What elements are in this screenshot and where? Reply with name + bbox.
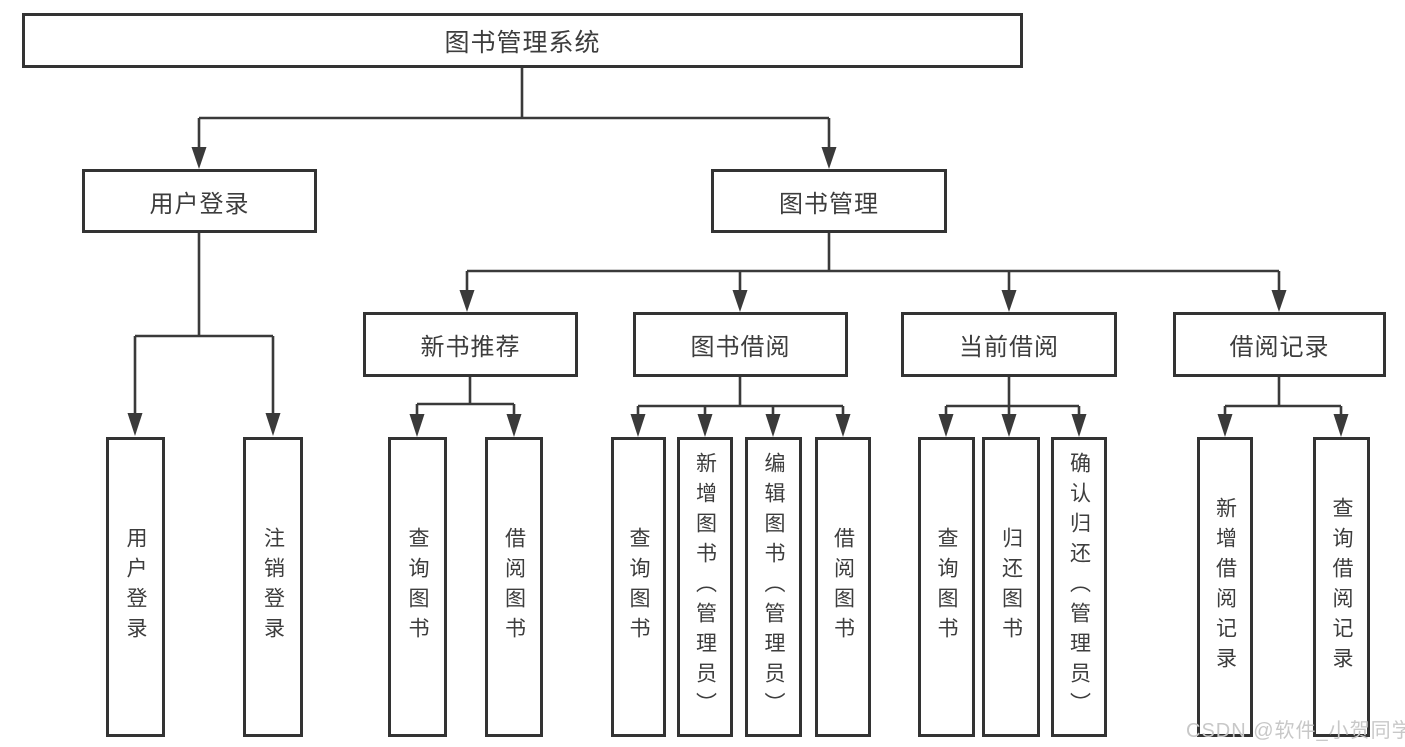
leaf-records-query-borrow-record: 查询借阅记录 [1313, 437, 1370, 737]
node-current-borrowing: 当前借阅 [901, 312, 1117, 377]
node-new-book-recommendation: 新书推荐 [363, 312, 578, 377]
leaf-borrowing-edit-books-admin: 编辑图书（管理员） [745, 437, 802, 737]
connector-root-to-level2 [191, 68, 837, 169]
node-user-login: 用户登录 [82, 169, 317, 233]
leaf-user-login: 用户登录 [106, 437, 165, 737]
connector-borrowing-records-to-leaves [1217, 377, 1349, 437]
node-borrowing-records: 借阅记录 [1173, 312, 1386, 377]
node-book-management: 图书管理 [711, 169, 947, 233]
leaf-borrowing-query-books: 查询图书 [611, 437, 666, 737]
connector-current-borrowing-to-leaves [938, 377, 1087, 437]
connector-book-management-to-level3 [459, 233, 1287, 312]
connector-book-borrowing-to-leaves [630, 377, 851, 437]
leaf-current-return-books: 归还图书 [982, 437, 1040, 737]
leaf-logout: 注销登录 [243, 437, 303, 737]
node-book-borrowing: 图书借阅 [633, 312, 848, 377]
leaf-borrowing-add-books-admin: 新增图书（管理员） [677, 437, 733, 737]
leaf-records-add-borrow-record: 新增借阅记录 [1197, 437, 1253, 737]
node-library-management-system: 图书管理系统 [22, 13, 1023, 68]
leaf-current-query-books: 查询图书 [918, 437, 975, 737]
leaf-newrec-query-books: 查询图书 [388, 437, 447, 737]
connector-new-book-rec-to-leaves [409, 377, 522, 437]
connector-user-login-to-leaves [127, 233, 281, 436]
csdn-watermark: CSDN @软件_小贺同学 [1186, 720, 1405, 742]
leaf-newrec-borrow-books: 借阅图书 [485, 437, 543, 737]
leaf-current-confirm-return-admin: 确认归还（管理员） [1051, 437, 1107, 737]
leaf-borrowing-borrow-books: 借阅图书 [815, 437, 871, 737]
